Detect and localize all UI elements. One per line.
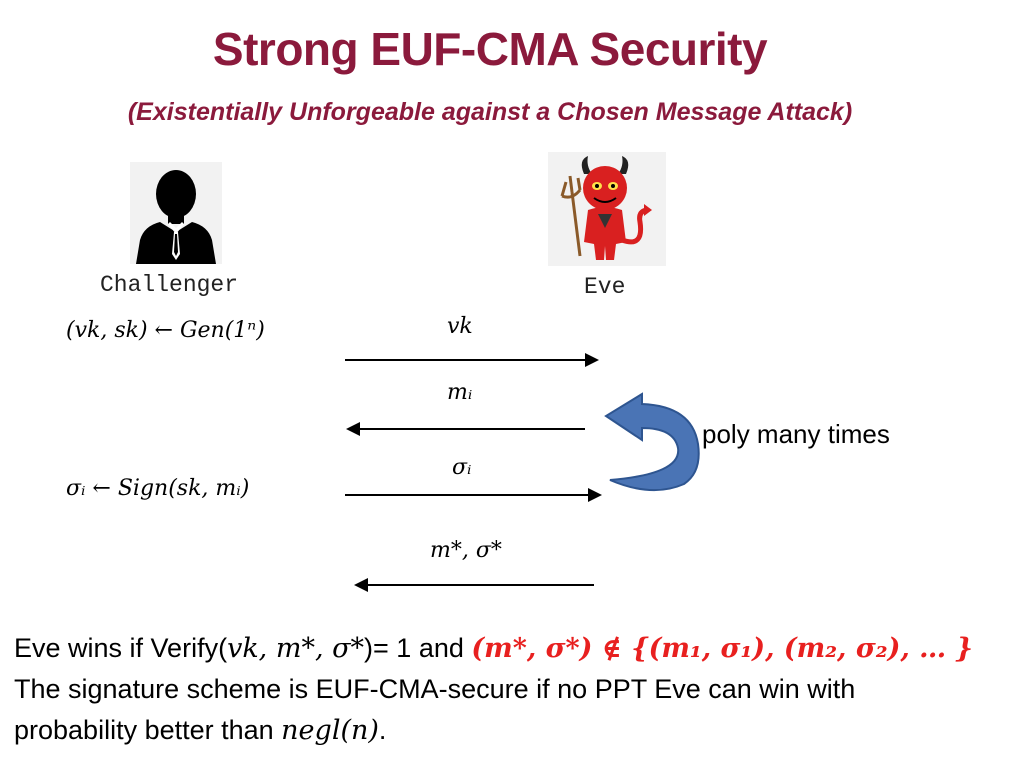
keygen-step: (vk, sk) ← Gen(1ⁿ): [66, 318, 265, 343]
challenger-label: Challenger: [100, 272, 239, 298]
sign-step: σᵢ ← Sign(sk, mᵢ): [66, 476, 250, 501]
page-subtitle: (Existentially Unforgeable against a Cho…: [127, 98, 853, 126]
footer-line-1: Eve wins if Verify(vk, m*, σ*)= 1 and (m…: [14, 628, 973, 669]
msg-forgery-label: m*, σ*: [430, 538, 502, 563]
arrow-forgery-left: [354, 578, 594, 592]
loop-arrow-icon: [602, 388, 702, 500]
businessman-silhouette-icon: [130, 162, 222, 264]
msg-mi-label: mᵢ: [447, 380, 473, 405]
msg-vk-label: vk: [447, 314, 473, 339]
eve-label: Eve: [584, 274, 626, 300]
footer-win-condition: (m*, σ*) ∉ {(m₁, σ₁), (m₂, σ₂), … }: [471, 633, 973, 664]
arrow-sigma-right: [345, 488, 602, 502]
footer-negl: negl(n): [281, 715, 379, 746]
footer-win-mid: )= 1 and: [364, 633, 472, 663]
page-title: Strong EUF-CMA Security: [212, 23, 768, 75]
arrow-vk-right: [345, 353, 599, 367]
loop-label: poly many times: [702, 419, 890, 449]
footer-win-prefix: Eve wins if Verify(: [14, 633, 228, 663]
red-devil-icon: [548, 152, 666, 266]
arrow-mi-left: [346, 422, 585, 436]
footer-line-3: probability better than negl(n).: [14, 710, 386, 751]
footer-prob-prefix: probability better than: [14, 715, 282, 745]
footer-verify-args: vk, m*, σ*: [227, 633, 365, 664]
msg-sigma-i-label: σᵢ: [452, 455, 472, 480]
footer-prob-suffix: .: [378, 715, 387, 745]
footer-line-2: The signature scheme is EUF-CMA-secure i…: [14, 674, 856, 704]
